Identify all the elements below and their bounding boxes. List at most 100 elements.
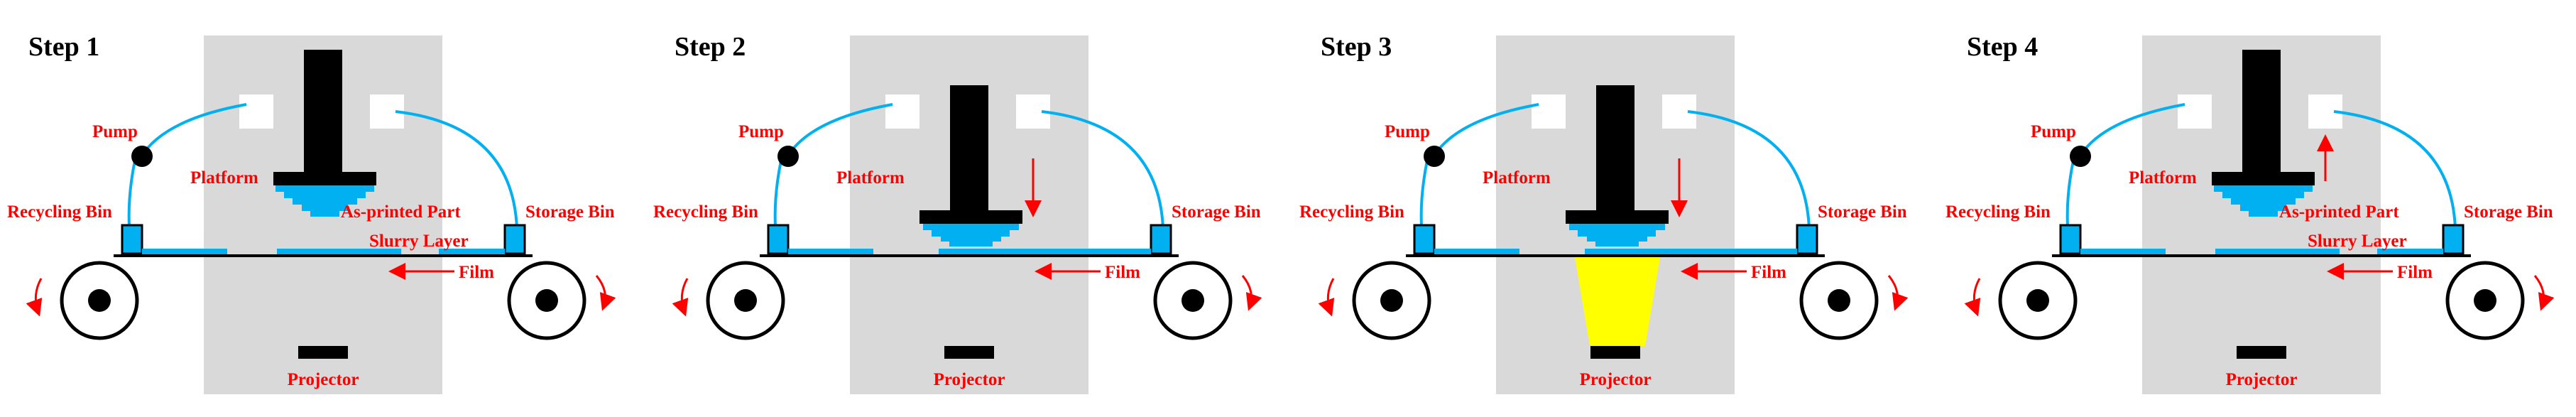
step-title: Step 2: [675, 32, 746, 62]
projector: [1590, 346, 1640, 359]
left-roller-arrow: [1318, 278, 1335, 317]
recycling-bin: [2059, 224, 2082, 255]
platform-shaft: [2242, 50, 2281, 172]
platform-shaft: [304, 50, 342, 172]
storage-bin-label: Storage Bin: [2464, 202, 2553, 222]
slurry-segment-left: [788, 249, 873, 254]
tube-left-lower: [2065, 160, 2075, 227]
projector-label: Projector: [288, 370, 359, 389]
platform-label: Platform: [1483, 168, 1551, 188]
storage-bin: [1150, 224, 1172, 255]
left-port: [885, 94, 919, 129]
storage-bin-label: Storage Bin: [1818, 202, 1907, 222]
slurry-segment-right: [2215, 249, 2340, 254]
slurry-segment-right: [939, 249, 1151, 254]
as-printed-part: [2214, 185, 2313, 217]
right-roller-arrow: [1241, 275, 1262, 311]
right-roller-hub: [2474, 289, 2496, 312]
slurry-segment-left: [142, 249, 227, 254]
left-roller-hub: [734, 289, 757, 312]
platform-plate: [1566, 210, 1669, 224]
left-roller-arrow: [672, 278, 689, 317]
projector-label: Projector: [934, 370, 1005, 389]
left-roller-arrow: [1964, 278, 1981, 317]
recycling-bin: [767, 224, 790, 255]
recycling-bin-label: Recycling Bin: [7, 202, 112, 222]
recycling-bin-label: Recycling Bin: [653, 202, 758, 222]
right-roller-arrow: [1887, 275, 1909, 311]
as-printed-part: [275, 185, 374, 217]
pump-icon: [131, 146, 153, 167]
film-label: Film: [459, 263, 494, 282]
tube-right: [1687, 110, 1811, 229]
platform-plate: [919, 210, 1022, 224]
as-printed-part-label: As-printed Part: [341, 202, 461, 222]
recycling-bin: [121, 224, 143, 255]
slurry-segment-right: [1585, 249, 1797, 254]
film-label: Film: [2397, 263, 2433, 282]
pump-icon: [1424, 146, 1445, 167]
tube-left-lower: [1419, 160, 1429, 227]
pump-label: Pump: [1385, 122, 1430, 141]
pump-icon: [777, 146, 799, 167]
pump-label: Pump: [92, 122, 138, 141]
left-port: [1532, 94, 1566, 129]
recycling-bin: [1413, 224, 1436, 255]
pump-label: Pump: [2031, 122, 2076, 141]
projector-label: Projector: [2226, 370, 2298, 389]
platform-plate: [2212, 172, 2315, 185]
slurry-segment-left: [1434, 249, 1519, 254]
slurry-layer-label: Slurry Layer: [2308, 232, 2407, 251]
tube-left-lower: [773, 160, 782, 227]
as-printed-part: [1569, 224, 1665, 247]
projector: [298, 346, 348, 359]
as-printed-part-label: As-printed Part: [2279, 202, 2399, 222]
slurry-segment-left: [2080, 249, 2166, 254]
projector: [944, 346, 994, 359]
slurry-segment-right: [277, 249, 401, 254]
left-port: [2178, 94, 2212, 129]
tube-right: [2333, 110, 2457, 229]
film-label: Film: [1751, 263, 1786, 282]
pump-label: Pump: [738, 122, 784, 141]
tube-right: [395, 110, 518, 229]
platform-shaft: [950, 85, 988, 210]
left-port: [239, 94, 273, 129]
right-roller-hub: [1828, 289, 1850, 312]
storage-bin: [2442, 224, 2465, 255]
slurry-layer-label: Slurry Layer: [369, 232, 469, 251]
projector: [2237, 346, 2286, 359]
platform-shaft: [1596, 85, 1634, 210]
pump-icon: [2070, 146, 2091, 167]
slurry-segment-far: [2377, 249, 2443, 254]
right-roller-hub: [535, 289, 558, 312]
platform-label: Platform: [190, 168, 258, 188]
slurry-segment-far: [439, 249, 505, 254]
storage-bin: [1796, 224, 1818, 255]
left-roller-hub: [2026, 289, 2049, 312]
projector-label: Projector: [1580, 370, 1652, 389]
right-roller-arrow: [2533, 275, 2555, 311]
step-title: Step 1: [28, 32, 99, 62]
storage-bin-label: Storage Bin: [1172, 202, 1261, 222]
step-title: Step 4: [1967, 32, 2038, 62]
right-roller-hub: [1181, 289, 1204, 312]
left-roller-arrow: [26, 278, 43, 317]
right-roller-arrow: [595, 275, 616, 311]
recycling-bin-label: Recycling Bin: [1299, 202, 1404, 222]
film-label: Film: [1105, 263, 1140, 282]
left-roller-hub: [1380, 289, 1403, 312]
as-printed-part: [923, 224, 1019, 247]
platform-plate: [273, 172, 376, 185]
storage-bin: [503, 224, 526, 255]
tube-left-lower: [127, 160, 136, 227]
storage-bin-label: Storage Bin: [525, 202, 615, 222]
step-title: Step 3: [1321, 32, 1392, 62]
tube-right: [1041, 110, 1164, 229]
platform-label: Platform: [836, 168, 905, 188]
